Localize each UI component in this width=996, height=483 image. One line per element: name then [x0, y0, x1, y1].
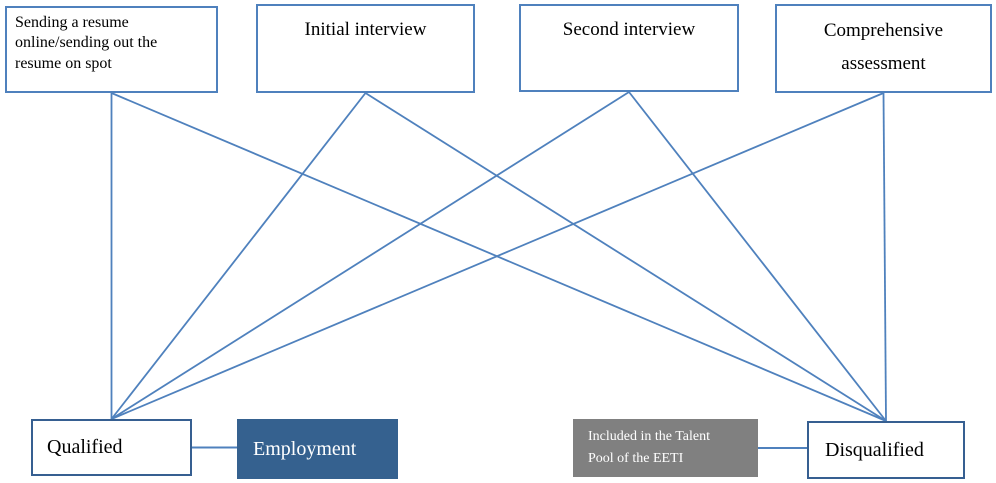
edge-comprehensive-disqualified	[882, 92, 887, 422]
edge-initial-qualified	[110, 92, 367, 420]
node-resume-submission: Sending a resume online/sending out the …	[5, 6, 218, 93]
node-disqualified: Disqualified	[807, 421, 965, 479]
node-comprehensive-assessment: Comprehensive assessment	[775, 4, 992, 93]
edge-second-qualified	[111, 91, 630, 420]
node-employment: Employment	[237, 419, 398, 479]
node-second-interview-label: Second interview	[562, 19, 696, 40]
edge-comprehensive-qualified	[111, 92, 884, 420]
node-disqualified-label: Disqualified	[825, 438, 924, 461]
node-employment-label: Employment	[253, 437, 357, 460]
node-initial-interview-label: Initial interview	[304, 19, 427, 40]
edge-resume-disqualified	[111, 92, 887, 422]
node-resume-submission-label: Sending a resume online/sending out the …	[15, 14, 158, 72]
node-initial-interview: Initial interview	[256, 4, 475, 93]
node-qualified-label: Qualified	[47, 436, 123, 458]
edge-second-disqualified	[628, 91, 887, 422]
node-talent-pool: Included in the Talent Pool of the EETI	[573, 419, 758, 477]
edge-initial-disqualified	[365, 92, 887, 422]
node-talent-pool-label: Included in the Talent Pool of the EETI	[588, 428, 711, 466]
node-comprehensive-assessment-label: Comprehensive assessment	[823, 20, 944, 75]
node-qualified: Qualified	[31, 419, 192, 476]
node-second-interview: Second interview	[519, 4, 739, 92]
